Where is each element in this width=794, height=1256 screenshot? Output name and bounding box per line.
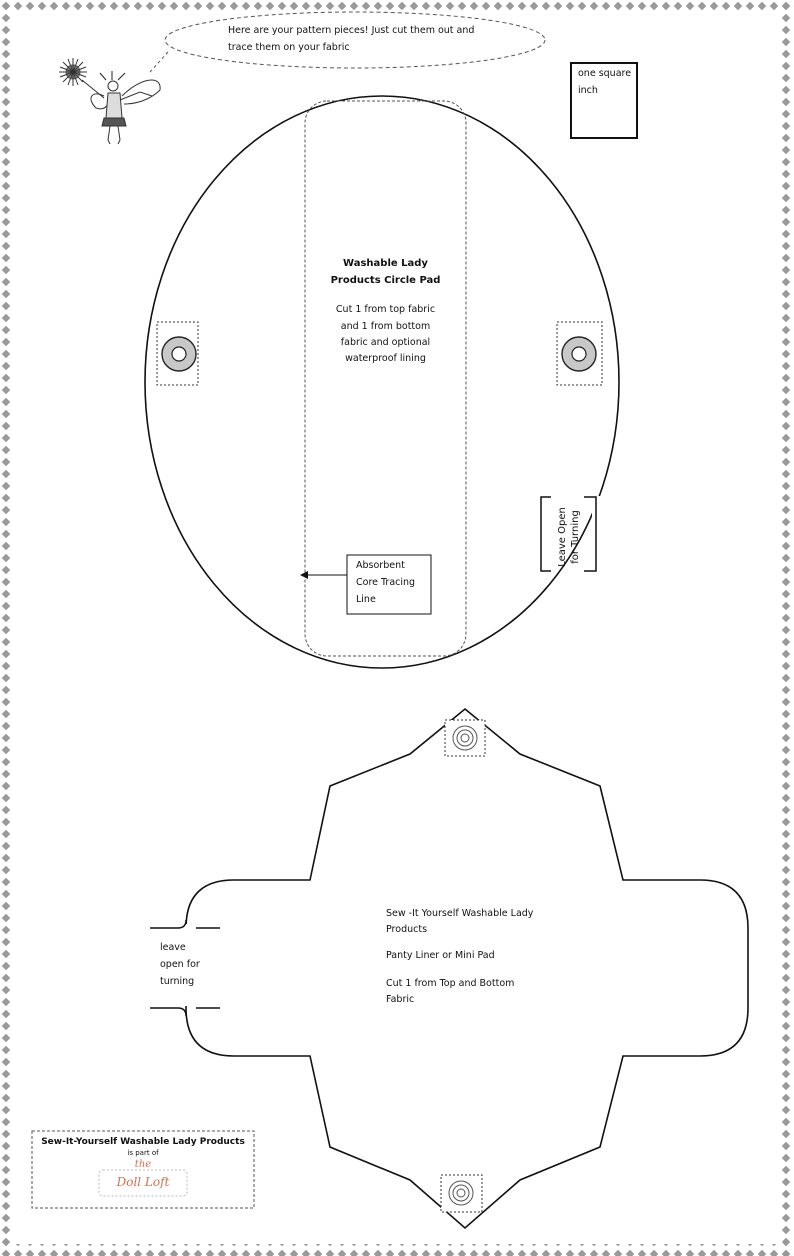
circle-pad-instruction-3: fabric and optional <box>340 337 431 348</box>
doll-loft-logo-name: Doll Loft <box>116 1175 170 1189</box>
liner-leave-open-3: turning <box>160 976 195 987</box>
leave-open-bracket-circle <box>540 496 597 572</box>
liner-title-1: Sew -It Yourself Washable Lady <box>386 908 534 919</box>
one-square-inch-box <box>570 62 638 139</box>
fairy-illustration <box>59 58 161 145</box>
snap-right <box>556 321 603 386</box>
core-label-line-2: Core Tracing <box>356 577 416 588</box>
snap-left <box>156 321 199 386</box>
speech-bubble-tail <box>149 51 169 73</box>
circle-pad-instruction-4: waterproof lining <box>345 353 426 364</box>
arrow-left-icon <box>300 571 308 579</box>
circle-pad-title-2: Products Circle Pad <box>330 275 441 286</box>
speech-bubble <box>164 11 546 69</box>
doll-loft-logo-frame <box>98 1169 188 1197</box>
core-label-line-3: Line <box>356 594 376 605</box>
liner-leave-open-1: leave <box>160 942 186 953</box>
liner-cut-1: Cut 1 from Top and Bottom <box>386 978 515 989</box>
circle-leave-open-line-1: Leave Open <box>557 507 568 567</box>
core-label-line-1: Absorbent <box>356 560 405 571</box>
liner-subtitle: Panty Liner or Mini Pad <box>386 950 495 961</box>
square-label-line-1: one square <box>578 68 632 79</box>
circle-pad-title-1: Washable Lady <box>343 258 428 269</box>
liner-title-2: Products <box>386 924 428 935</box>
leave-open-bracket-liner <box>150 919 220 1017</box>
circle-pad-outline <box>144 95 620 669</box>
square-label-line-2: inch <box>578 85 598 96</box>
liner-cut-2: Fabric <box>386 994 415 1005</box>
circle-pad-instruction-1: Cut 1 from top fabric <box>335 304 436 315</box>
credit-line-2: is part of <box>127 1149 159 1157</box>
doll-loft-logo-the: the <box>134 1159 152 1170</box>
circle-leave-open-label: Leave Open for Turning <box>556 501 582 573</box>
absorbent-core-line <box>304 100 467 657</box>
speech-bubble-line-1: Here are your pattern pieces! Just cut t… <box>228 25 475 36</box>
liner-snap-bottom <box>440 1174 483 1213</box>
sparkle-star-icon <box>59 58 87 86</box>
core-label-box <box>346 554 432 615</box>
speech-bubble-line-2: trace them on your fabric <box>228 42 350 53</box>
liner-leave-open-2: open for <box>160 959 200 970</box>
liner-snap-top <box>444 719 486 757</box>
panty-liner-outline <box>185 707 749 1230</box>
circle-leave-open-line-2: for Turning <box>570 510 581 564</box>
circle-pad-instruction-2: and 1 from bottom <box>340 321 431 332</box>
credit-line-1: Sew-It-Yourself Washable Lady Products <box>41 1137 245 1147</box>
